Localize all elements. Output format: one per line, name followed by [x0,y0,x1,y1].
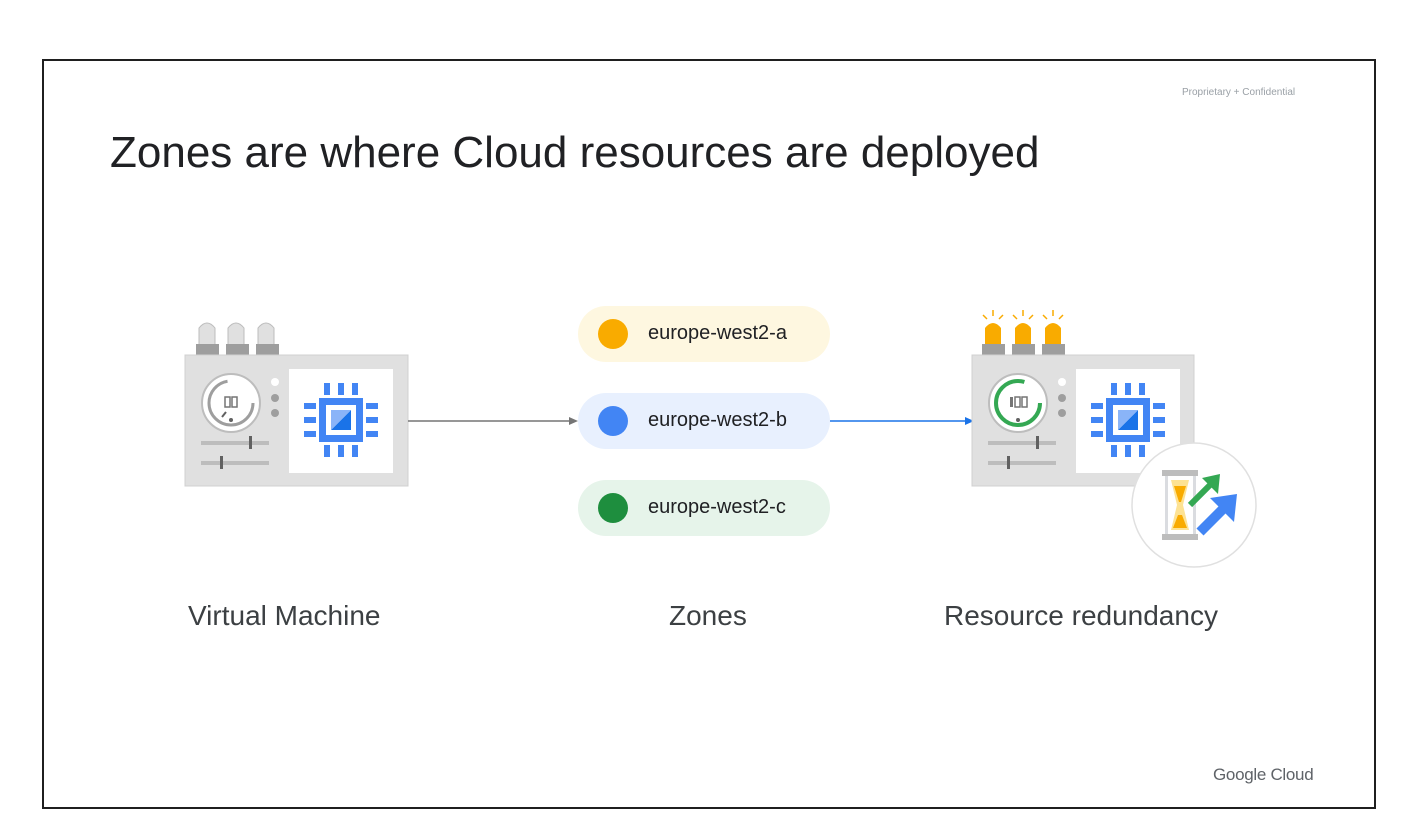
zone-label-b: europe-west2-b [648,409,787,431]
zone-dot-a [598,319,628,349]
zone-dot-c [598,493,628,523]
caption-resource-redundancy: Resource redundancy [944,600,1218,631]
caption-zones: Zones [669,600,747,631]
zone-pill-c: europe-west2-c [578,480,830,536]
zone-label-c: europe-west2-c [648,496,786,518]
confidential-label: Proprietary + Confidential [1182,87,1296,98]
zone-label-a: europe-west2-a [648,322,787,344]
zone-pill-b: europe-west2-b [578,393,830,449]
zone-dot-b [598,406,628,436]
redundant-vm-icon [971,310,1195,487]
zone-pill-a: europe-west2-a [578,306,830,362]
virtual-machine-icon [184,322,409,487]
caption-virtual-machine: Virtual Machine [188,600,381,631]
google-cloud-logo: Google Cloud [1213,765,1314,784]
hourglass-scaling-icon [1131,442,1257,568]
slide-title: Zones are where Cloud resources are depl… [110,128,1040,177]
